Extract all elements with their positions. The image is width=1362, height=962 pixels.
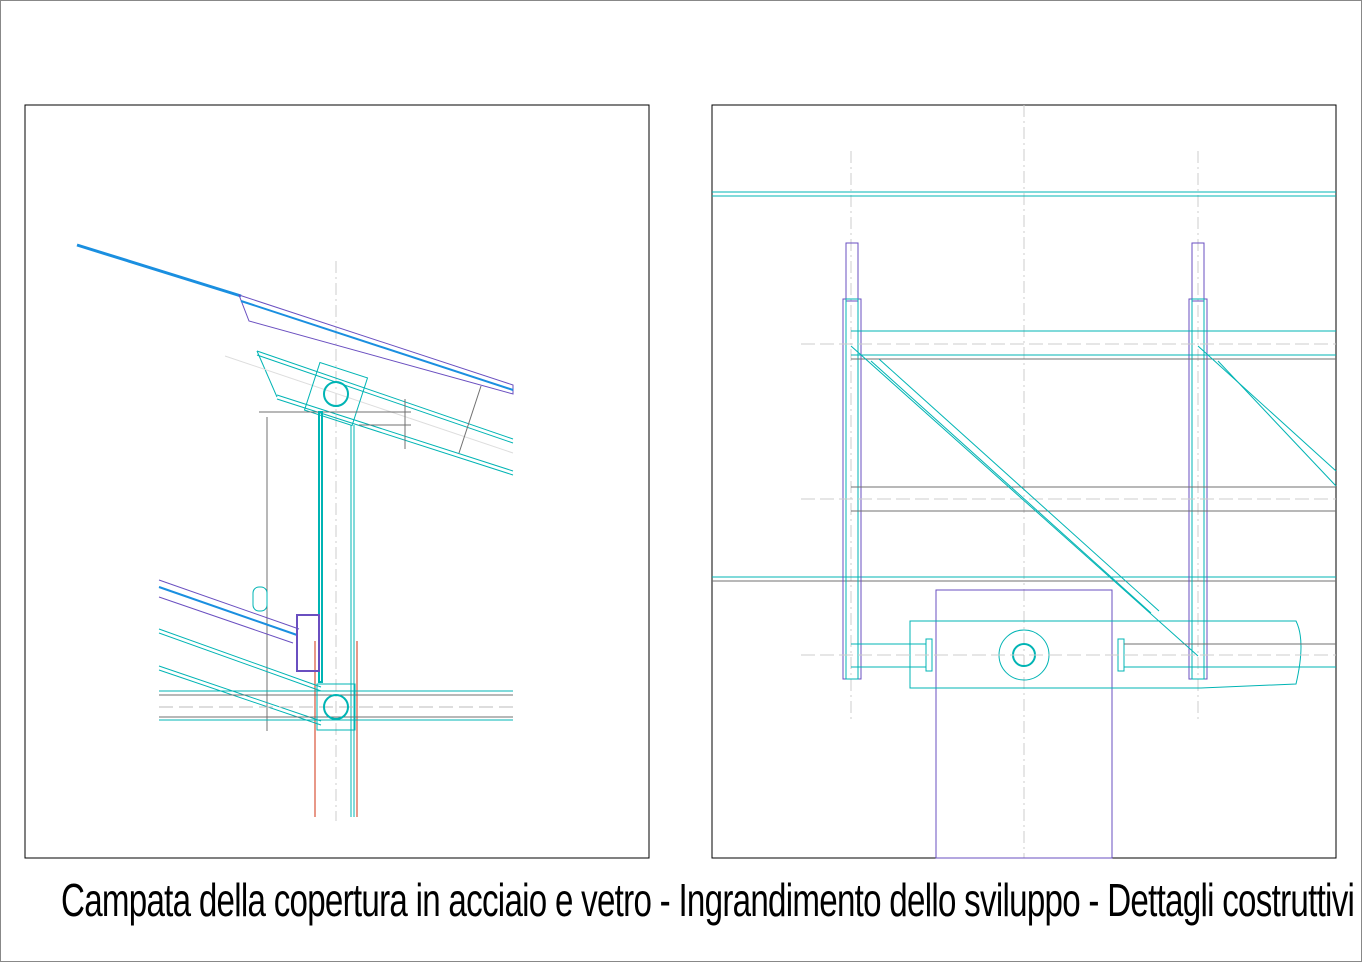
drawing-title: Campata della copertura in acciaio e vet… xyxy=(61,874,1355,926)
right-detail-panel xyxy=(711,104,1337,859)
left-detail-panel xyxy=(24,104,650,859)
